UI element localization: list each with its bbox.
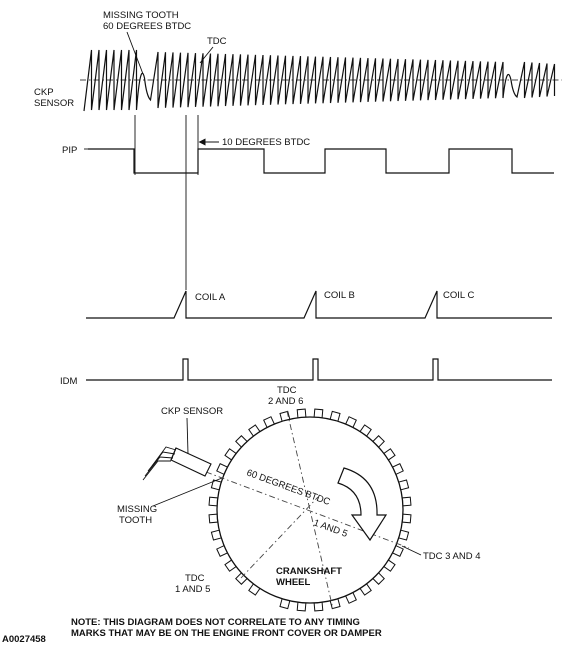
ckp-sensor-wheel-label: CKP SENSOR [161, 406, 223, 417]
tdc-3-4-leader [401, 545, 422, 556]
tdc-label: TDC [207, 36, 227, 47]
coil-b-label: COIL B [324, 290, 355, 301]
tdc-2-6-label-2: 2 AND 6 [268, 396, 303, 407]
ckp-sensor-leader [186, 417, 189, 455]
tdc-1-5-label: TDC [185, 573, 205, 584]
figure-id: A0027458 [2, 634, 46, 645]
note-line-2: MARKS THAT MAY BE ON THE ENGINE FRONT CO… [71, 628, 382, 639]
rotation-arrow [337, 467, 388, 542]
crankshaft-wheel-label: CRANKSHAFT [276, 566, 342, 577]
ckp-sensor-label-2: SENSOR [34, 98, 74, 109]
pip-waveform [88, 148, 554, 174]
tdc-2-6-label: TDC [277, 385, 297, 396]
idm-waveform [86, 358, 552, 381]
ckp-sensor-icon [142, 446, 212, 481]
idm-label: IDM [60, 376, 78, 387]
sixty-deg-line [205, 471, 410, 549]
ten-deg-btdc-label: 10 DEGREES BTDC [222, 137, 310, 148]
tdc-1-5-line [240, 496, 319, 579]
missing-tooth-label: MISSING TOOTH [103, 10, 179, 21]
ckp-sensor-waveform [83, 49, 556, 112]
tdc-3-4-label: TDC 3 AND 4 [423, 551, 481, 562]
ckp-sensor-label: CKP [34, 87, 54, 98]
crankshaft-wheel [216, 416, 404, 604]
coil-a-label: COIL A [195, 292, 226, 303]
missing-tooth-wheel-leader [152, 477, 223, 507]
missing-tooth-wheel-label-2: TOOTH [119, 515, 152, 526]
tdc-leader [199, 46, 214, 64]
missing-tooth-leader [126, 31, 144, 75]
coil-c-label: COIL C [443, 290, 474, 301]
crankshaft-wheel-label-2: WHEEL [276, 577, 311, 588]
coil-waveform [86, 290, 552, 319]
sixty-deg-btdc-label: 60 DEGREES BTDC [103, 21, 191, 32]
note-line-1: NOTE: THIS DIAGRAM DOES NOT CORRELATE TO… [71, 617, 360, 628]
pip-label: PIP [62, 145, 77, 156]
tdc-1-5-label-2: 1 AND 5 [175, 584, 210, 595]
missing-tooth-wheel-label: MISSING [117, 504, 157, 515]
